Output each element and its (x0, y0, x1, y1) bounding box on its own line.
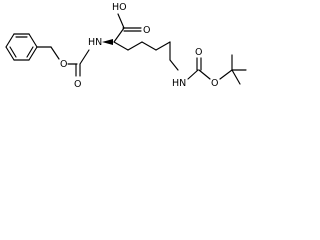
tert-butyl-group (219, 54, 247, 85)
carbamate-carbonyl-oxygen-label: O (74, 79, 81, 90)
carboxyl-oh-bond (117, 13, 125, 29)
benzyl-o-bond (50, 46, 60, 60)
hydroxyl-label: HO (112, 2, 127, 13)
boc-carbonyl-oxygen-label: O (195, 47, 202, 58)
carboxyl-oxygen-label: O (143, 25, 150, 36)
amino-nh-label: HN (88, 37, 102, 48)
carbamate-ester-oxygen-label: O (60, 59, 67, 70)
alpha-carboxyl-bond (113, 27, 125, 43)
chemical-structure: O O HN HO O HN O O (5, 2, 247, 90)
alpha-carbon-wedge (102, 39, 113, 45)
side-chain-nh-label: HN (172, 78, 186, 89)
boc-c-o-bond (198, 69, 211, 80)
benzene-ring (5, 33, 38, 61)
nh-boc-carbonyl-bond (187, 69, 199, 80)
carbonyl-nh-bond (79, 49, 90, 65)
boc-ester-oxygen-label: O (211, 78, 218, 89)
lysine-side-chain (113, 41, 179, 71)
